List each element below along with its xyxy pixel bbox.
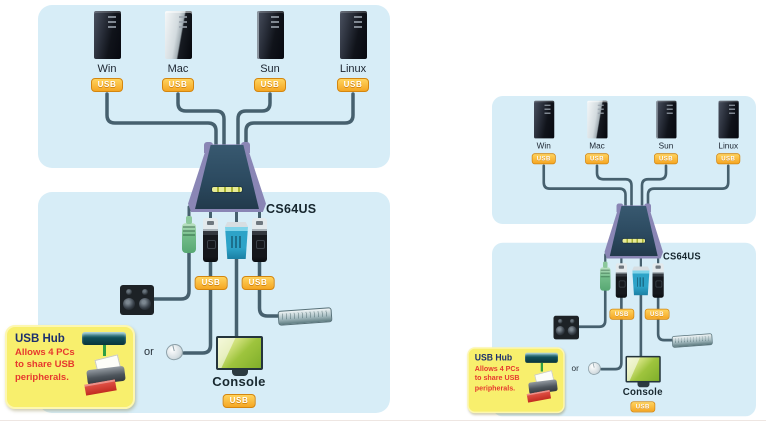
computer-label: Sun (260, 63, 280, 75)
computer-label: Win (536, 141, 551, 151)
callout-line: Allows 4 PCs (15, 347, 75, 358)
usb-plug-icon (252, 218, 267, 262)
usb-badge: USB (90, 78, 124, 92)
kvm-led-strip (622, 238, 645, 243)
speaker-driver (567, 326, 577, 336)
device-model-label: CS64US (663, 250, 701, 262)
kvm-switch-icon (188, 142, 266, 212)
callout-line: peripherals. (474, 383, 516, 393)
computer-sun: Sun USB (240, 11, 300, 92)
computer-linux: Linux USB (323, 11, 383, 92)
computer-label: Sun (658, 141, 674, 151)
computer-label: Mac (589, 141, 605, 151)
usb-plug-icon (652, 263, 664, 298)
kvm-led-strip (212, 187, 242, 192)
computer-sun: Sun USB (644, 100, 689, 165)
callout-title: USB Hub (474, 353, 513, 363)
usb-badge: USB (644, 308, 670, 320)
computer-tower-icon (586, 100, 608, 139)
callout-line: to share USB (474, 374, 520, 383)
device-model-label: CS64US (266, 202, 317, 216)
usb-badge: USB (531, 153, 557, 165)
computer-mac: Mac USB (575, 100, 620, 165)
callout-title: USB Hub (15, 333, 65, 345)
computer-tower-icon (533, 100, 554, 139)
callout-line: Allows 4 PCs (474, 364, 520, 374)
vga-plug-icon (225, 222, 248, 259)
kvm-diagram-right: Win USB Mac USB Sun USB Linux USB CS64US (467, 96, 756, 418)
kvm-switch-icon (604, 203, 663, 259)
or-label: or (571, 363, 579, 374)
usb-badge: USB (584, 153, 610, 165)
computer-tower-icon (93, 11, 121, 59)
usb-hub-callout: USB Hub Allows 4 PCs to share USB periph… (467, 347, 565, 414)
speaker-driver (139, 298, 151, 310)
kvm-diagram-left: Win USB Mac USB Sun USB Linux USB CS64US (5, 5, 390, 415)
monitor-icon (216, 336, 263, 370)
computer-label: Mac (167, 63, 189, 75)
printer-icon (526, 370, 562, 409)
computer-label: Linux (718, 141, 739, 151)
hub-cable (103, 345, 106, 356)
usb-badge: USB (609, 308, 635, 320)
audio-plug-icon (182, 216, 196, 253)
callout-line: to share USB (15, 359, 75, 371)
computer-tower-icon (718, 100, 739, 139)
vga-plug-icon (632, 266, 650, 296)
computer-linux: Linux USB (706, 100, 751, 165)
usb-hub-icon (525, 352, 558, 363)
computer-win: Win USB (521, 100, 566, 165)
usb-badge: USB (222, 394, 256, 408)
speakers-icon (120, 285, 154, 315)
printer-icon (84, 354, 130, 404)
audio-plug-icon (600, 261, 611, 291)
computer-tower-icon (164, 11, 192, 59)
speaker-driver (555, 326, 565, 336)
speakers-icon (553, 315, 579, 340)
usb-badge: USB (161, 78, 195, 92)
usb-badge: USB (336, 78, 370, 92)
callout-line: peripherals. (15, 371, 69, 383)
computer-label: Linux (339, 63, 367, 75)
usb-badge: USB (241, 276, 275, 290)
console-label: Console (212, 374, 266, 389)
or-label: or (144, 346, 154, 358)
monitor-icon (625, 355, 661, 383)
monitor-screen (627, 357, 660, 381)
console-label: Console (622, 385, 663, 398)
usb-plug-icon (203, 218, 218, 262)
computer-label: Win (97, 63, 117, 75)
speaker-driver (123, 298, 135, 310)
usb-hub-icon (82, 332, 126, 345)
usb-plug-icon (615, 263, 627, 298)
usb-badge: USB (253, 78, 287, 92)
monitor-screen (218, 338, 261, 368)
computer-win: Win USB (77, 11, 137, 92)
hub-cable (540, 362, 543, 372)
computer-tower-icon (655, 100, 677, 139)
usb-badge: USB (194, 276, 228, 290)
computer-tower-icon (256, 11, 284, 59)
computer-mac: Mac USB (148, 11, 208, 92)
usb-badge: USB (630, 401, 656, 413)
usb-badge: USB (715, 153, 741, 165)
computer-tower-icon (339, 11, 367, 59)
usb-hub-callout: USB Hub Allows 4 PCs to share USB periph… (5, 325, 135, 409)
usb-badge: USB (653, 153, 679, 165)
